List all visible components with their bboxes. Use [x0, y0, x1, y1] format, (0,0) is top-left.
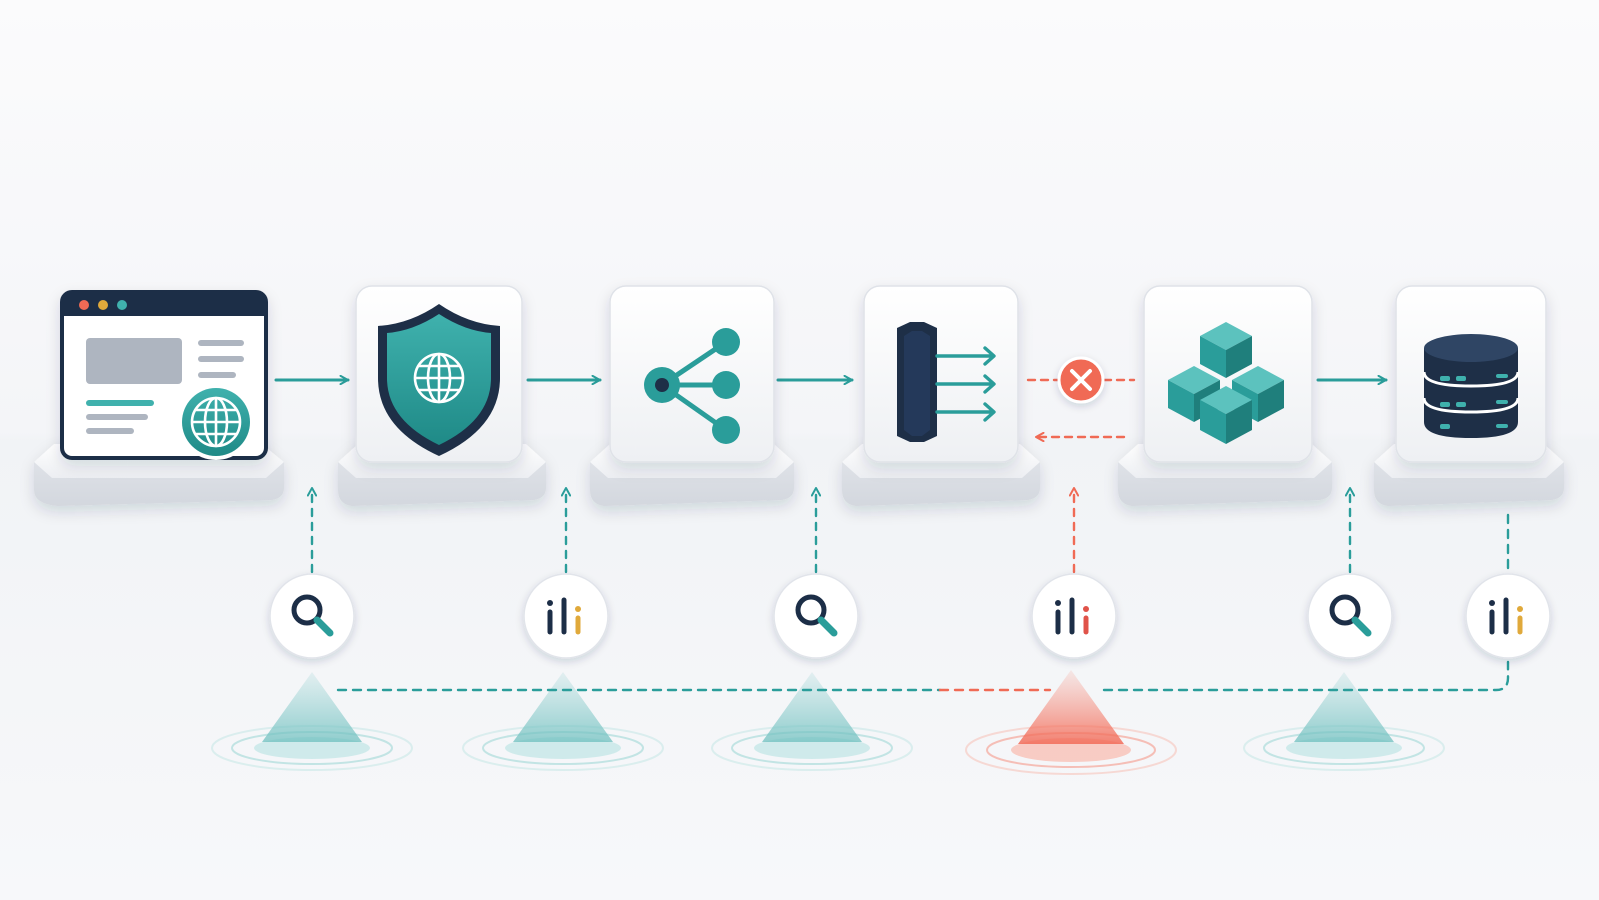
monitor-layer — [269, 573, 1551, 659]
monitor-uplinks — [312, 486, 1350, 574]
bar-metrics-icon — [1489, 597, 1523, 635]
beacon-4-alert — [965, 670, 1177, 775]
beacon-2 — [462, 672, 664, 771]
bar-metrics-icon — [1055, 597, 1089, 635]
stage-gateway[interactable] — [863, 285, 1019, 463]
share-network-icon — [644, 328, 740, 444]
magnifier-icon — [291, 594, 334, 637]
flow-arrows — [274, 380, 1388, 437]
beacon-layer — [211, 670, 1445, 775]
shield-globe-icon — [378, 304, 500, 456]
beacon-3 — [711, 672, 913, 771]
gateway-fanout-icon — [897, 322, 996, 442]
bar-metrics-icon — [547, 597, 581, 635]
blocked-x-icon — [1057, 356, 1105, 404]
monitor-metrics-2[interactable] — [1465, 573, 1551, 659]
cubes-stack-icon — [1168, 322, 1284, 444]
stage-firewall[interactable] — [355, 285, 523, 463]
magnifier-icon — [795, 594, 838, 637]
stage-database[interactable] — [1395, 285, 1547, 463]
magnifier-icon — [1329, 594, 1372, 637]
stage-router[interactable] — [609, 285, 775, 463]
monitor-search-3[interactable] — [1307, 573, 1393, 659]
stage-services[interactable] — [1143, 285, 1313, 463]
beacon-5 — [1243, 672, 1445, 771]
beacon-1 — [211, 672, 413, 771]
browser-globe-icon — [60, 290, 268, 460]
monitor-search-2[interactable] — [773, 573, 859, 659]
monitor-metrics-alert[interactable] — [1031, 573, 1117, 659]
database-server-icon — [1422, 334, 1520, 438]
monitor-metrics-1[interactable] — [523, 573, 609, 659]
telemetry-bus-teal-right — [1102, 660, 1510, 692]
telemetry-bus — [336, 506, 1510, 692]
monitor-search-1[interactable] — [269, 573, 355, 659]
stage-client[interactable] — [60, 290, 268, 460]
